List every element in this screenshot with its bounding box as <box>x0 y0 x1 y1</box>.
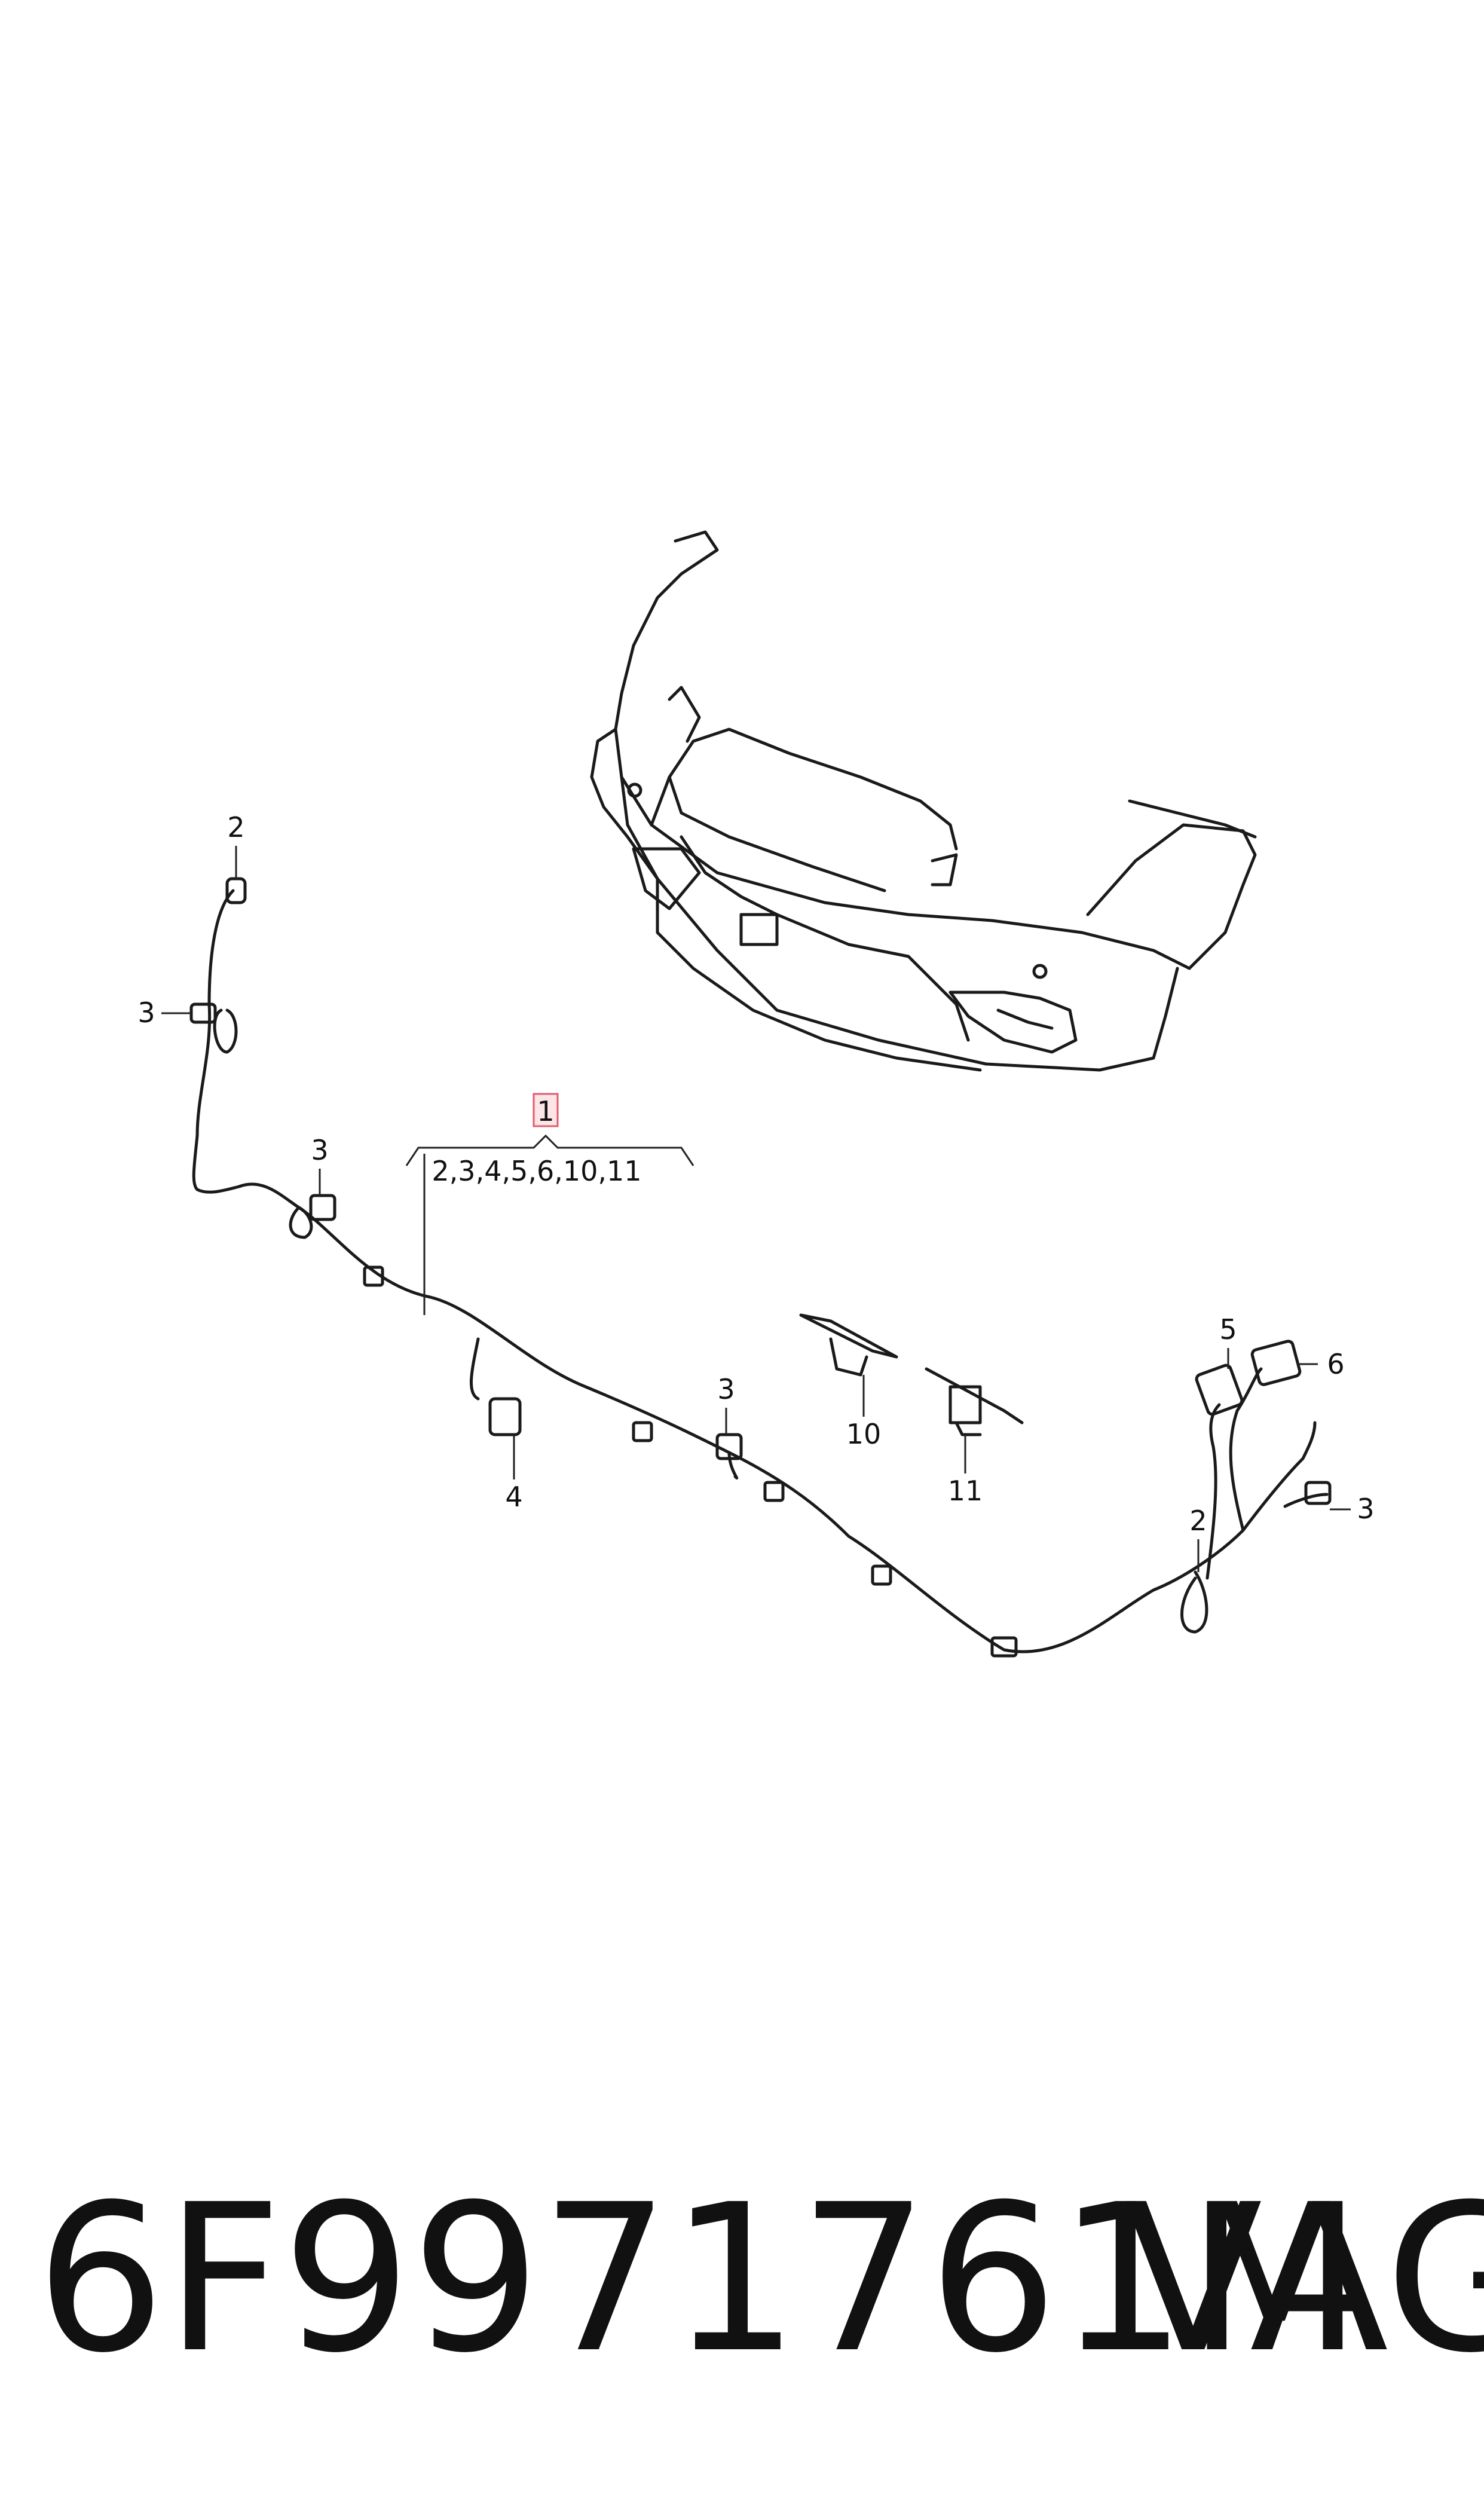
callout-2-right-label: 2 <box>1189 1505 1207 1537</box>
callout-11: 11 <box>948 1435 983 1507</box>
brand-label: VAG <box>1124 2161 1484 2398</box>
callout-2-left-label: 2 <box>227 811 244 843</box>
callout-3-right-label: 3 <box>1357 1493 1374 1525</box>
callout-3-right: 3 <box>1330 1493 1375 1525</box>
clip-10 <box>799 1313 898 1377</box>
callout-4: 4 <box>505 1435 523 1513</box>
callout-10: 10 <box>846 1375 882 1450</box>
callout-6: 6 <box>1297 1348 1345 1380</box>
callout-1-highlight <box>533 1093 559 1127</box>
callout-1-label: 1 <box>537 1095 554 1127</box>
callout-3-mid-label: 3 <box>717 1373 735 1405</box>
clip-11 <box>925 1367 1024 1436</box>
callout-3-upper-label: 3 <box>311 1134 328 1166</box>
callout-4-label: 4 <box>505 1481 522 1513</box>
callout-6-label: 6 <box>1327 1348 1344 1380</box>
callout-2-left: 2 <box>227 811 245 879</box>
callout-3-mid: 3 <box>717 1373 735 1435</box>
part-number: 6F9971761M <box>36 2161 1362 2398</box>
front-bumper <box>590 530 1257 1072</box>
callout-5-label: 5 <box>1219 1313 1237 1346</box>
callout-3-left-label: 3 <box>137 996 155 1029</box>
group-callout: 1 2,3,4,5,6,10,11 <box>405 1093 694 1315</box>
callout-11-label: 11 <box>948 1475 983 1507</box>
callout-3-upper: 3 <box>311 1134 329 1196</box>
callout-1-includes: 2,3,4,5,6,10,11 <box>432 1155 641 1187</box>
callout-3-left: 3 <box>137 996 191 1029</box>
callout-2-right: 2 <box>1189 1505 1207 1572</box>
callout-5: 5 <box>1219 1313 1237 1369</box>
callout-10-label: 10 <box>846 1418 882 1450</box>
